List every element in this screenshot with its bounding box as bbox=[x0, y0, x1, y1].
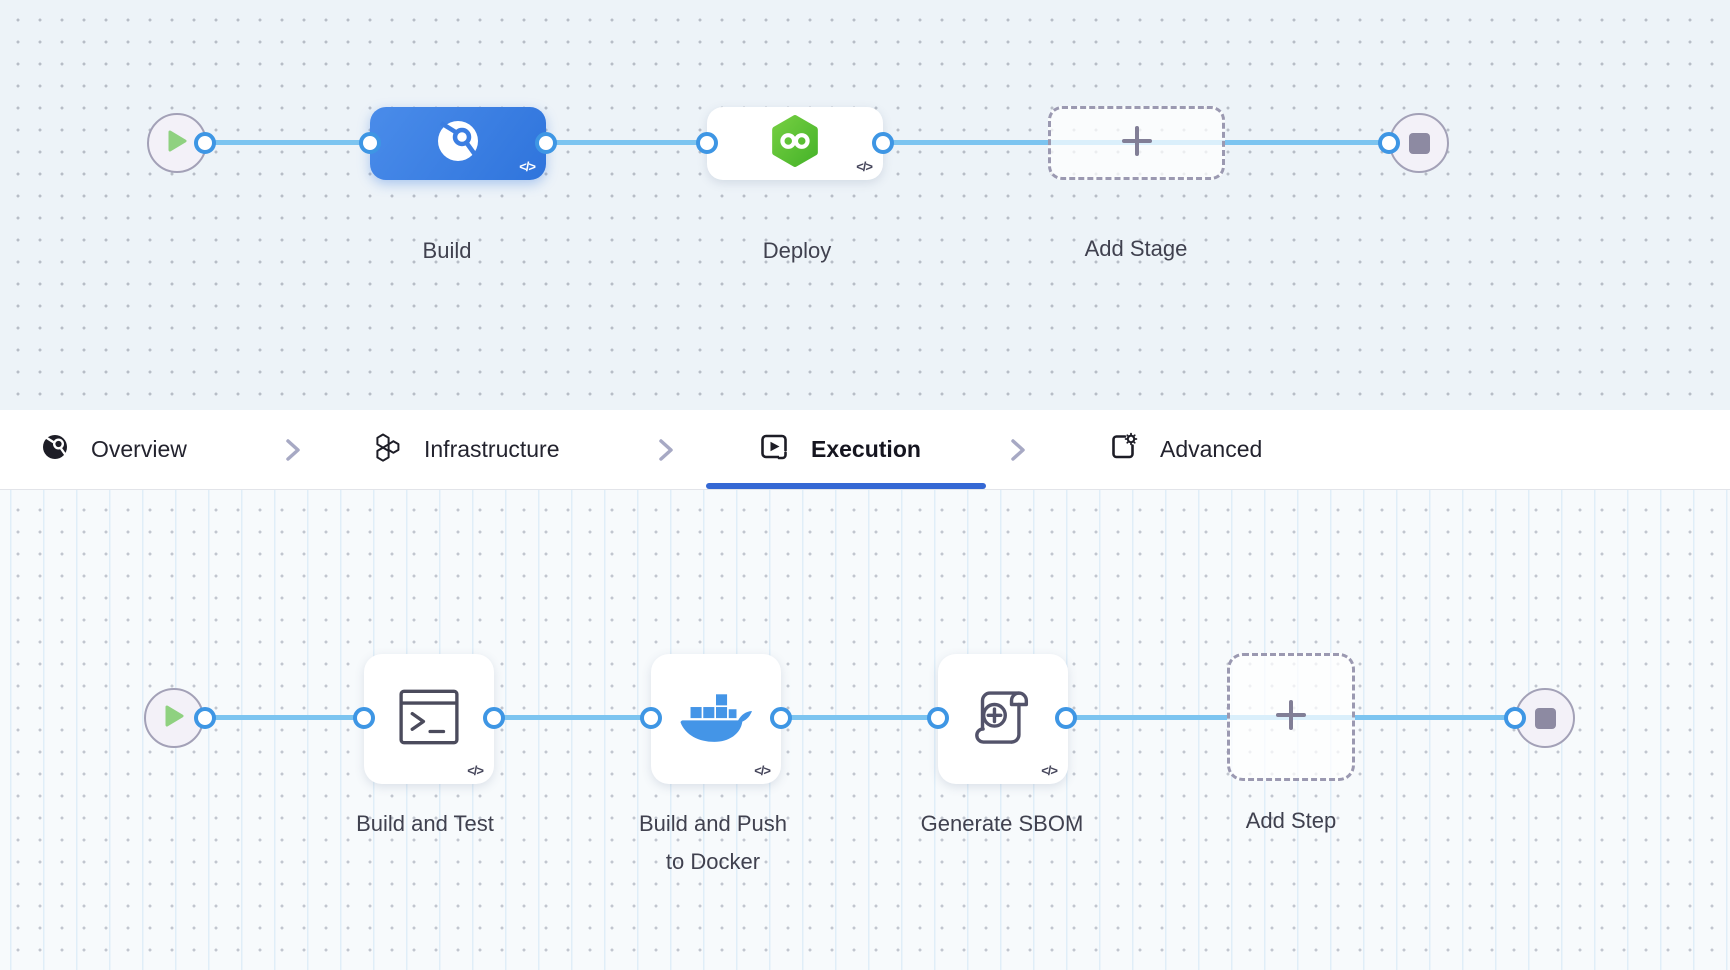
add-stage-button[interactable] bbox=[1048, 106, 1225, 180]
step-label-generate-sbom: Generate SBOM bbox=[920, 811, 1084, 836]
port-end-in[interactable] bbox=[1378, 132, 1400, 154]
yaml-code-badge: </> bbox=[1041, 763, 1058, 778]
plus-icon bbox=[1119, 123, 1155, 164]
stage-node-build[interactable]: </> bbox=[370, 107, 546, 180]
terminal-icon bbox=[397, 688, 461, 751]
step-graph-canvas[interactable]: </> </> bbox=[0, 490, 1730, 970]
scroll-plus-icon bbox=[970, 684, 1036, 755]
stop-icon bbox=[1534, 707, 1556, 729]
port-start-out[interactable] bbox=[194, 132, 216, 154]
tab-label: Execution bbox=[811, 436, 921, 462]
tab-label: Overview bbox=[91, 436, 187, 462]
stage-label-deploy: Deploy bbox=[762, 238, 832, 263]
step-label-build-and-push-docker: Build and Push to Docker bbox=[639, 811, 787, 874]
stage-node-deploy[interactable]: </> bbox=[707, 107, 883, 180]
port-build-out[interactable] bbox=[535, 132, 557, 154]
port-build-test-out[interactable] bbox=[483, 707, 505, 729]
overview-icon bbox=[40, 432, 70, 468]
active-tab-underline bbox=[706, 483, 986, 489]
yaml-code-badge: </> bbox=[856, 159, 873, 174]
stop-icon bbox=[1408, 132, 1430, 154]
harness-cd-icon bbox=[768, 114, 822, 173]
step-node-build-and-test[interactable]: </> bbox=[364, 654, 494, 784]
tab-execution[interactable]: Execution bbox=[758, 410, 921, 489]
port-docker-in[interactable] bbox=[640, 707, 662, 729]
port-sbom-out[interactable] bbox=[1055, 707, 1077, 729]
add-stage-label: Add Stage bbox=[1084, 236, 1188, 261]
port-docker-out[interactable] bbox=[770, 707, 792, 729]
stage-config-tab-bar: Overview Infrastructure bbox=[0, 410, 1730, 490]
yaml-code-badge: </> bbox=[519, 159, 536, 174]
port-build-test-in[interactable] bbox=[353, 707, 375, 729]
stage-label-build: Build bbox=[422, 238, 472, 263]
step-label-build-and-test: Build and Test bbox=[356, 811, 494, 836]
add-step-label: Add Step bbox=[1245, 808, 1337, 833]
chevron-right-icon bbox=[656, 410, 676, 489]
infrastructure-icon bbox=[371, 431, 403, 469]
play-icon bbox=[163, 704, 185, 733]
port-build-in[interactable] bbox=[359, 132, 381, 154]
step-node-generate-sbom[interactable]: </> bbox=[938, 654, 1068, 784]
add-step-button[interactable] bbox=[1227, 653, 1355, 781]
step-connector-line bbox=[174, 715, 1545, 720]
tab-label: Infrastructure bbox=[424, 436, 560, 462]
chevron-right-icon bbox=[1008, 410, 1028, 489]
tab-overview[interactable]: Overview bbox=[40, 410, 187, 489]
port-end-in[interactable] bbox=[1504, 707, 1526, 729]
tab-label: Advanced bbox=[1160, 436, 1263, 462]
yaml-code-badge: </> bbox=[754, 763, 771, 778]
harness-ci-icon bbox=[434, 117, 482, 170]
plus-icon bbox=[1273, 697, 1309, 738]
port-deploy-out[interactable] bbox=[872, 132, 894, 154]
tab-infrastructure[interactable]: Infrastructure bbox=[371, 410, 560, 489]
port-sbom-in[interactable] bbox=[927, 707, 949, 729]
port-deploy-in[interactable] bbox=[696, 132, 718, 154]
execution-icon bbox=[758, 431, 790, 469]
docker-icon bbox=[676, 686, 756, 753]
stage-graph-canvas[interactable]: </> </> bbox=[0, 0, 1730, 410]
tab-advanced[interactable]: Advanced bbox=[1107, 410, 1262, 489]
yaml-code-badge: </> bbox=[467, 763, 484, 778]
port-start-out[interactable] bbox=[194, 707, 216, 729]
chevron-right-icon bbox=[283, 410, 303, 489]
pipeline-start-node bbox=[147, 113, 207, 173]
advanced-icon bbox=[1107, 431, 1139, 469]
play-icon bbox=[166, 129, 188, 158]
step-node-build-and-push-docker[interactable]: </> bbox=[651, 654, 781, 784]
